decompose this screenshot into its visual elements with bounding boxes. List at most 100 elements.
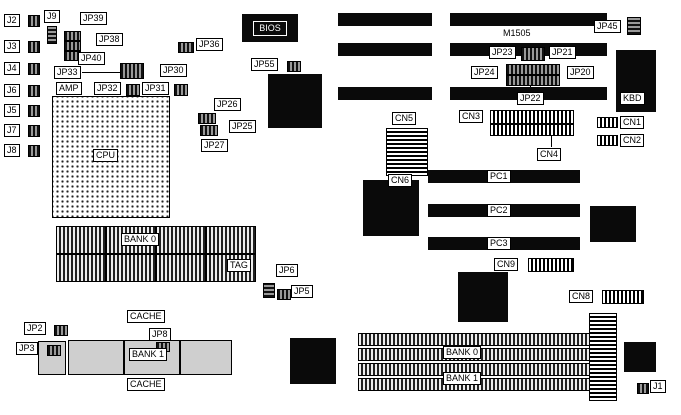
label-tag: TAG <box>227 259 251 272</box>
label-bank0-right: BANK 0 <box>443 346 482 359</box>
label-jp30: JP30 <box>160 64 187 77</box>
cn4-connector <box>490 124 574 136</box>
simm-bank0-row1-1 <box>56 226 106 254</box>
label-jp26: JP26 <box>214 98 241 111</box>
label-j4: J4 <box>4 62 20 75</box>
ic-chip-upper-mid <box>268 74 322 128</box>
label-j2: J2 <box>4 14 20 27</box>
keyboard-label: KBD <box>620 92 645 105</box>
jp25-pins <box>200 125 218 136</box>
cn1-connector <box>597 117 618 128</box>
label-jp5: JP5 <box>291 285 313 298</box>
label-amp: AMP <box>56 82 82 95</box>
label-jp36: JP36 <box>196 38 223 51</box>
label-jp6: JP6 <box>276 264 298 277</box>
label-jp27: JP27 <box>201 139 228 152</box>
cn8-connector <box>602 290 644 304</box>
simm-bank0-row1-4 <box>206 226 256 254</box>
label-cn8: CN8 <box>569 290 594 303</box>
label-j5: J5 <box>4 104 20 117</box>
jp45-pins <box>627 17 641 35</box>
ic-chip-bottom-right <box>624 342 656 372</box>
simm-bank0-row1-3 <box>156 226 206 254</box>
power-connector <box>589 313 617 401</box>
label-cn5: CN5 <box>392 112 417 125</box>
label-jp2: JP2 <box>24 322 46 335</box>
label-cn1: CN1 <box>620 116 645 129</box>
label-jp45: JP45 <box>594 20 621 33</box>
ic-chip-center <box>363 180 419 236</box>
label-cache-bottom: CACHE <box>127 378 165 391</box>
label-j3: J3 <box>4 40 20 53</box>
chipset-label: M1505 <box>503 28 531 38</box>
simm-bank0-row2-3 <box>156 254 206 282</box>
j6-pins <box>28 85 40 97</box>
label-cn9: CN9 <box>494 258 519 271</box>
ic-chip-lower-mid <box>458 272 508 322</box>
pci-slot-pc2-label: PC2 <box>487 204 511 217</box>
label-cn3: CN3 <box>459 110 484 123</box>
label-jp33: JP33 <box>54 66 81 79</box>
label-jp38: JP38 <box>96 33 123 46</box>
cn5-connector <box>386 128 428 176</box>
cpu-label: CPU <box>93 149 119 162</box>
label-jp24: JP24 <box>471 66 498 79</box>
label-cn2: CN2 <box>620 134 645 147</box>
jp32-pins <box>126 84 140 96</box>
ic-chip-right <box>590 206 636 242</box>
label-cn4: CN4 <box>537 148 562 161</box>
j3-pins <box>28 41 40 53</box>
cn9-connector <box>528 258 574 272</box>
cache-chip-2 <box>68 340 124 375</box>
label-bank0-top: BANK 0 <box>121 233 160 246</box>
j7-pins <box>28 125 40 137</box>
label-jp22: JP22 <box>517 92 544 105</box>
simm-right-slot-1 <box>358 333 590 346</box>
label-jp40: JP40 <box>78 52 105 65</box>
cn3-connector <box>490 110 574 124</box>
label-jp39: JP39 <box>80 12 107 25</box>
label-j1: J1 <box>650 380 666 393</box>
cn2-connector <box>597 135 618 146</box>
ic-chip-bottom-mid <box>290 338 336 384</box>
label-j7: J7 <box>4 124 20 137</box>
label-cn6: CN6 <box>388 174 413 187</box>
j9-pins <box>47 26 57 44</box>
jp33-leader-line <box>82 72 120 73</box>
pci-slot-pc1-label: PC1 <box>487 170 511 183</box>
jp24-jp20-pins-row2 <box>506 75 560 86</box>
jp24-jp20-pins-row1 <box>506 64 560 75</box>
j2-pins <box>28 15 40 27</box>
jp39-pins <box>64 31 81 41</box>
isa-slot-2-left <box>338 43 432 56</box>
bios-label: BIOS <box>253 20 287 36</box>
label-jp32: JP32 <box>94 82 121 95</box>
label-jp25: JP25 <box>229 120 256 133</box>
jp2-pins <box>54 325 68 336</box>
jp31-pins <box>174 84 188 96</box>
isa-slot-1-left <box>338 13 432 26</box>
j5-pins <box>28 105 40 117</box>
jp38-pins <box>64 41 81 51</box>
isa-slot-3-left <box>338 87 432 100</box>
label-bank1-right: BANK 1 <box>443 372 482 385</box>
cache-chip-4 <box>180 340 232 375</box>
pci-slot-pc3-label: PC3 <box>487 237 511 250</box>
label-jp31: JP31 <box>142 82 169 95</box>
label-jp8: JP8 <box>149 328 171 341</box>
j4-pins <box>28 63 40 75</box>
jp23-jp21-pins <box>521 47 545 61</box>
label-jp55: JP55 <box>251 58 278 71</box>
jp3-pins <box>47 345 61 356</box>
simm-bank0-row2-2 <box>106 254 156 282</box>
label-jp3: JP3 <box>16 342 38 355</box>
bios-chip: BIOS <box>242 14 298 42</box>
label-j9: J9 <box>44 10 60 23</box>
jp33-jp30-pins <box>120 63 144 79</box>
j1-pins <box>637 383 649 394</box>
label-jp20: JP20 <box>567 66 594 79</box>
label-jp21: JP21 <box>549 46 576 59</box>
jp26-pins <box>198 113 216 124</box>
j8-pins <box>28 145 40 157</box>
jp6-pins <box>263 283 275 298</box>
